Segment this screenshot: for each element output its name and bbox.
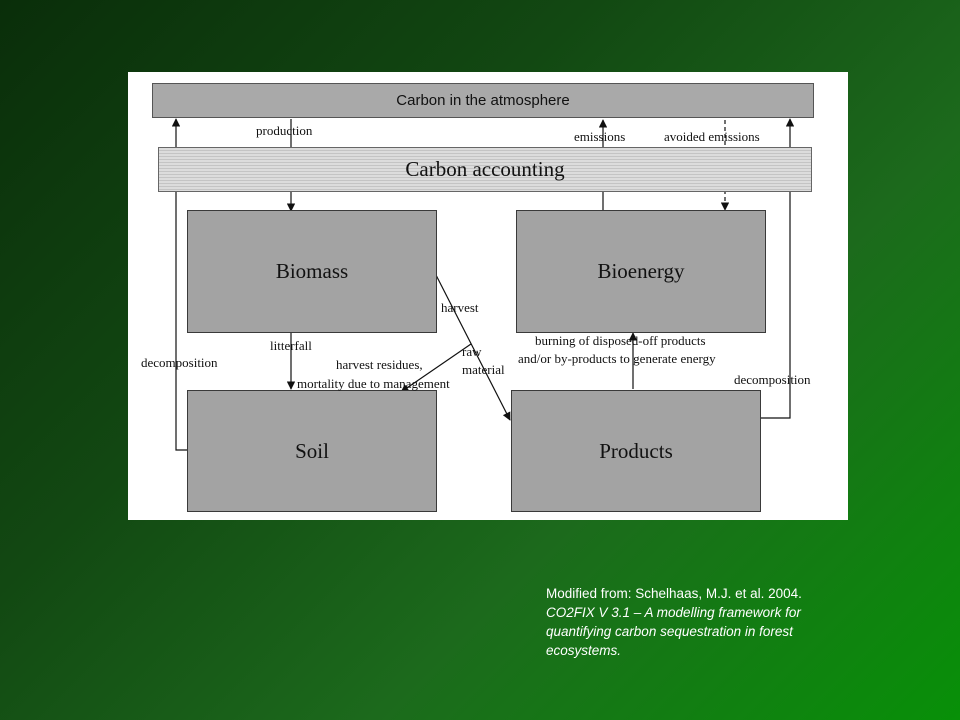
biomass-box: Biomass [187, 210, 437, 333]
decomposition-left-label: decomposition [141, 355, 218, 370]
harvest-residues-arrow [400, 343, 472, 393]
citation-prefix: Modified from: Schelhaas, M.J. et al. 20… [546, 586, 802, 601]
diagram-arrows [171, 118, 795, 451]
production-label: production [256, 123, 313, 138]
decomposition-right-label: decomposition [734, 372, 811, 387]
litterfall-label: litterfall [270, 338, 312, 353]
decomposition-left-arrow [171, 118, 187, 451]
raw-label: raw [462, 344, 482, 359]
soil-label: Soil [295, 438, 329, 463]
harvest-arrow [435, 274, 511, 421]
biomass-label: Biomass [275, 259, 349, 283]
harvest-label: harvest [441, 300, 479, 315]
diagram-panel: Carbon in the atmosphere Carbon accounti… [128, 72, 848, 520]
citation: Modified from: Schelhaas, M.J. et al. 20… [546, 584, 856, 660]
soil-box: Soil [187, 390, 437, 512]
carbon-accounting-bar: Carbon accounting [158, 147, 812, 192]
bioenergy-label: Bioenergy [597, 259, 685, 283]
products-box: Products [511, 390, 761, 512]
carbon-accounting-label: Carbon accounting [405, 157, 565, 181]
bioenergy-box: Bioenergy [516, 210, 766, 333]
avoided-emissions-label: avoided emissions [664, 129, 760, 144]
burning-line1-label: burning of disposed-off products [535, 333, 706, 348]
decomposition-right-arrow [760, 118, 795, 419]
burning-line2-label: and/or by-products to generate energy [518, 351, 716, 366]
atmosphere-label: Carbon in the atmosphere [396, 92, 570, 109]
mortality-label: mortality due to management [297, 376, 450, 391]
atmosphere-bar: Carbon in the atmosphere [152, 83, 814, 118]
harvest-residues-label: harvest residues, [336, 357, 423, 372]
products-label: Products [599, 438, 673, 463]
material-label: material [462, 362, 505, 377]
citation-title: CO2FIX V 3.1 – A modelling framework for… [546, 605, 801, 658]
emissions-label: emissions [574, 129, 626, 144]
